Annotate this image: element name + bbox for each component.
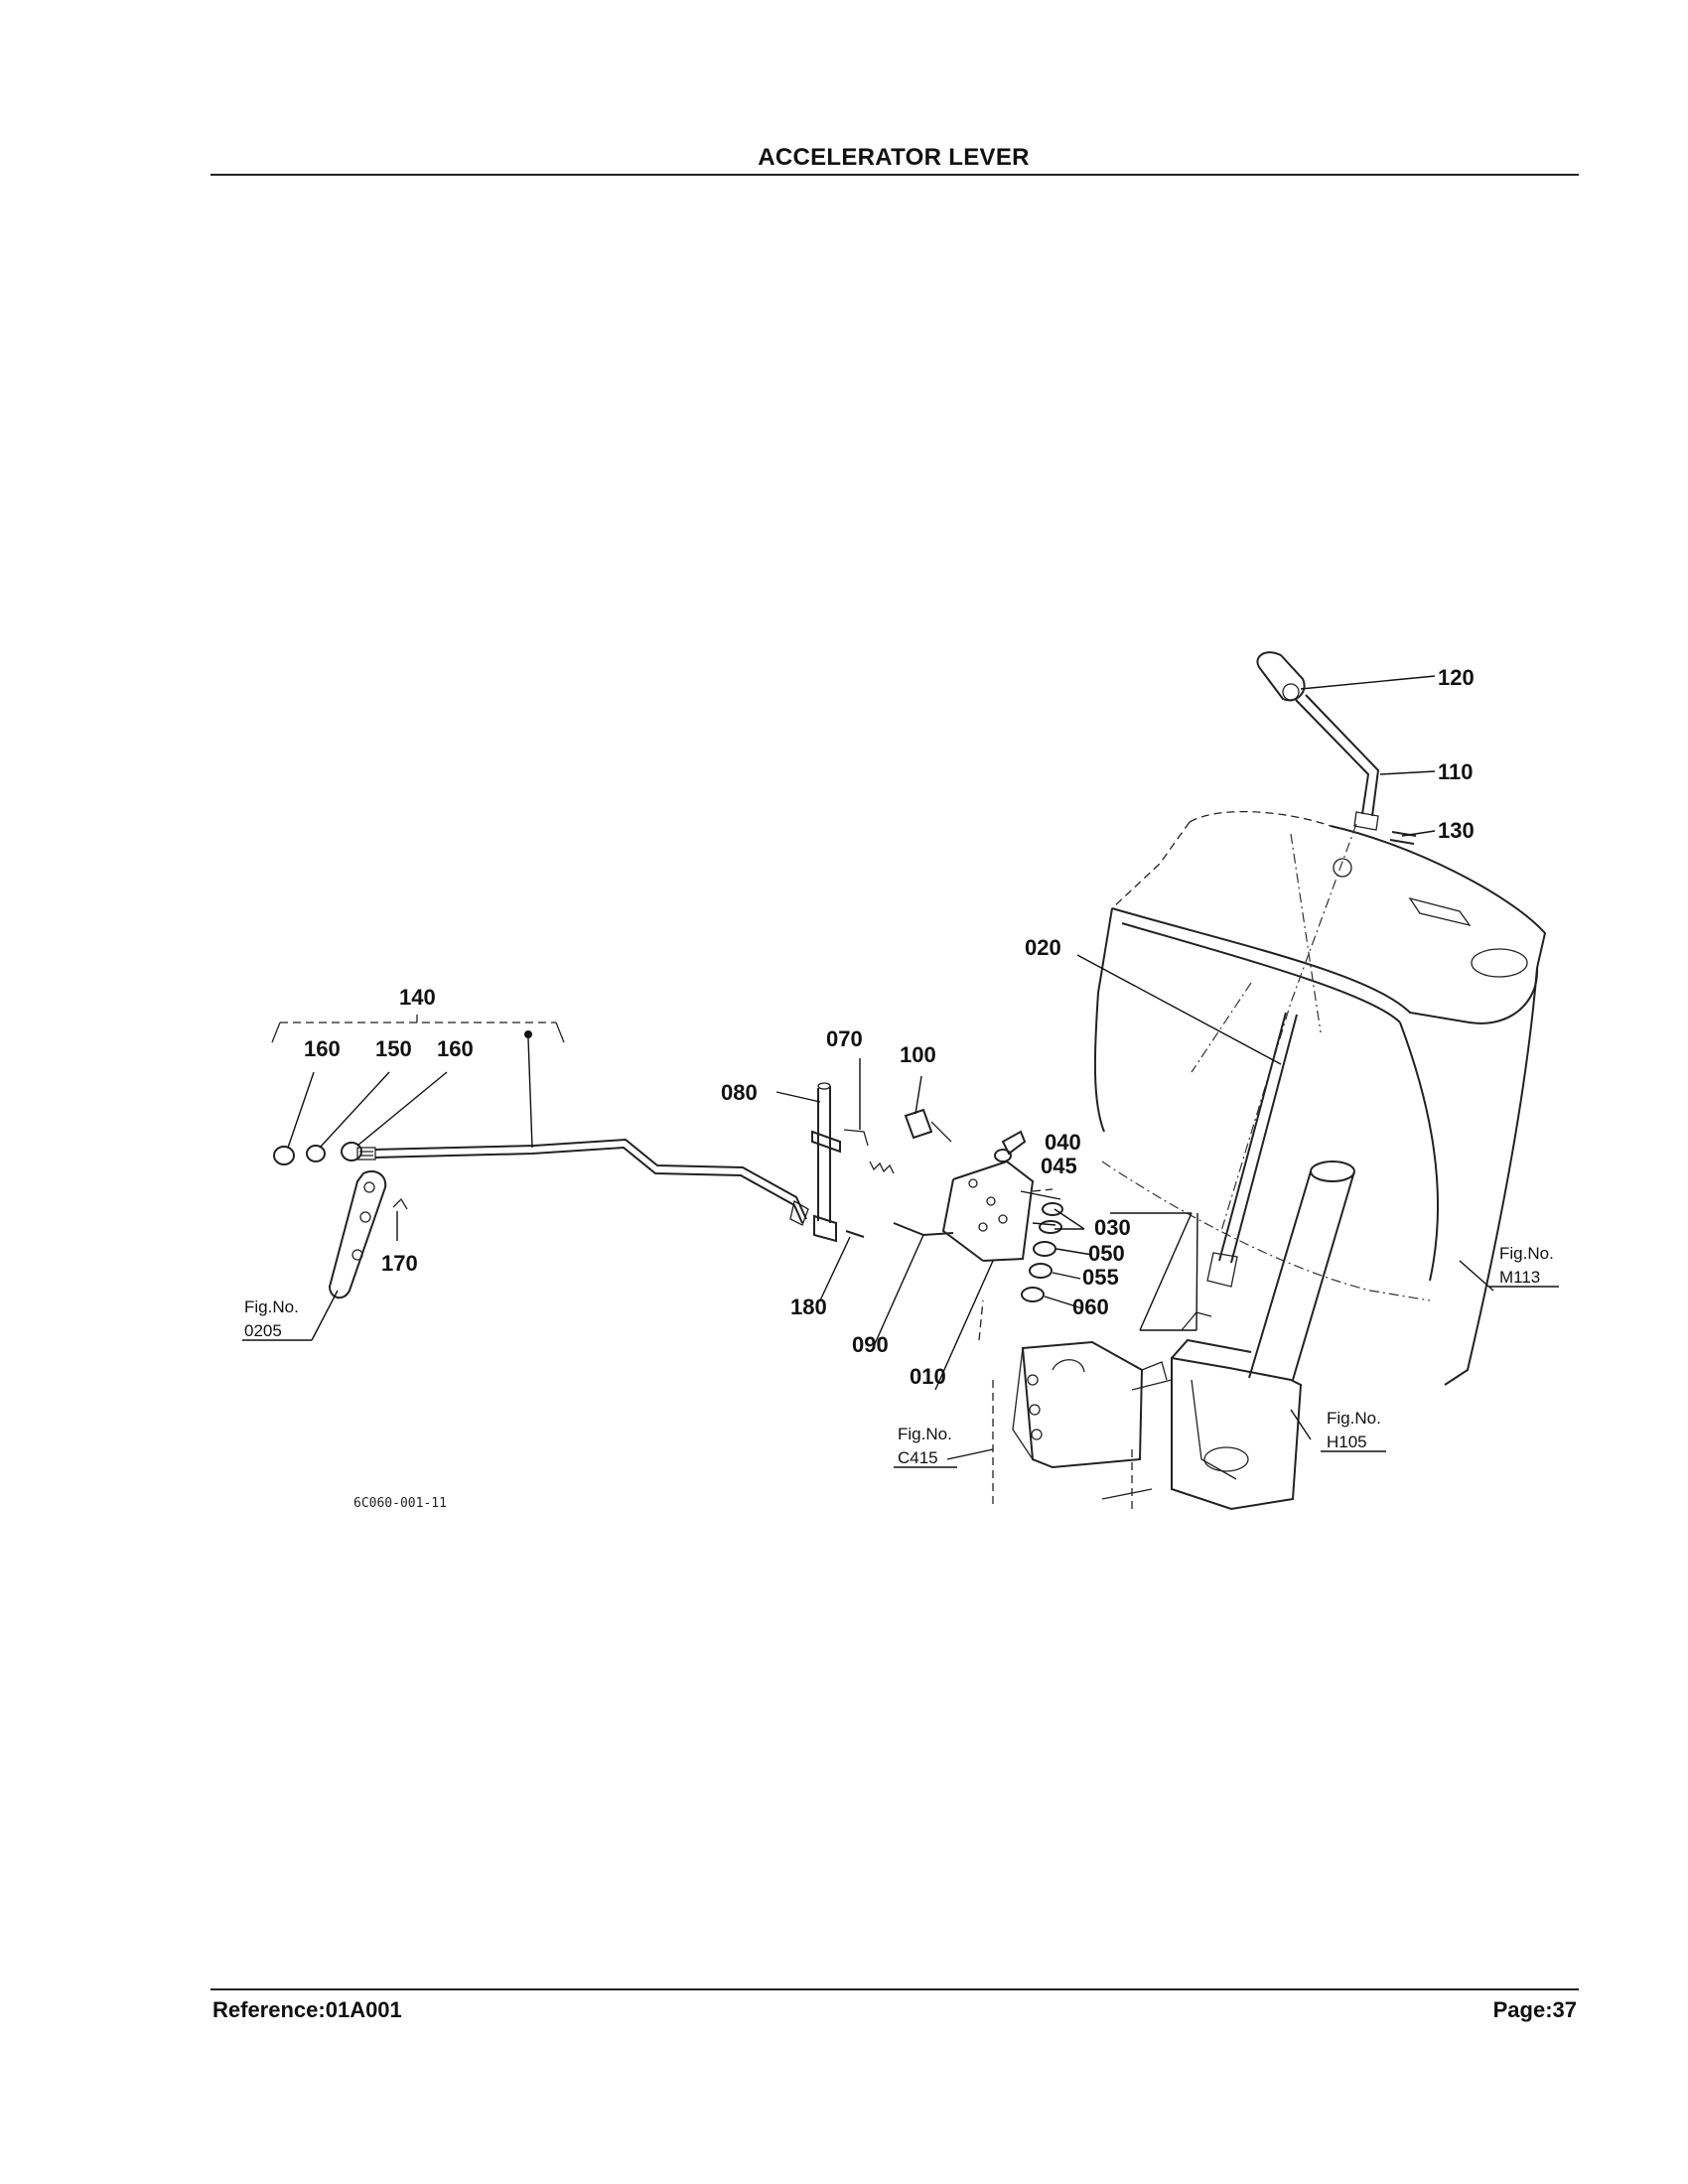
svg-text:C415: C415: [898, 1448, 938, 1467]
callout-120: 120: [1438, 665, 1475, 690]
rod-drawing: [1206, 1012, 1298, 1288]
svg-text:Fig.No.: Fig.No.: [244, 1297, 299, 1316]
figure-ref-0205: Fig.No. 0205: [242, 1297, 312, 1341]
callout-130: 130: [1438, 818, 1475, 843]
svg-text:Fig.No.: Fig.No.: [1499, 1244, 1554, 1263]
support-column-drawing: [1171, 1160, 1355, 1511]
panel-cover-drawing: [1093, 810, 1547, 1386]
footer-rule: [211, 1988, 1579, 1990]
svg-text:0205: 0205: [244, 1321, 282, 1340]
svg-text:Fig.No.: Fig.No.: [1327, 1409, 1381, 1428]
svg-text:Fig.No.: Fig.No.: [898, 1425, 952, 1443]
leader-lines: [287, 675, 1494, 1460]
bolt-drawing: [904, 1108, 952, 1143]
callout-150: 150: [375, 1036, 412, 1061]
header-rule: [211, 174, 1579, 176]
callout-055: 055: [1082, 1265, 1119, 1290]
callout-070: 070: [826, 1026, 863, 1051]
figure-ref-m113: Fig.No. M113: [1489, 1244, 1559, 1288]
callout-170: 170: [381, 1251, 418, 1276]
callout-160-left: 160: [304, 1036, 341, 1061]
callout-110: 110: [1438, 759, 1474, 784]
callout-060: 060: [1072, 1295, 1109, 1319]
bracket-drawing: [941, 1160, 1054, 1262]
svg-text:H105: H105: [1327, 1433, 1367, 1451]
mounting-plate-drawing: [978, 1299, 1173, 1509]
callout-100: 100: [900, 1042, 936, 1067]
callout-020: 020: [1025, 935, 1061, 960]
callout-010: 010: [910, 1364, 946, 1389]
callout-040: 040: [1045, 1130, 1081, 1155]
svg-text:M113: M113: [1499, 1268, 1540, 1287]
clip-drawing: [845, 1230, 865, 1238]
linkage-arm-drawing: [328, 1169, 408, 1299]
callout-180: 180: [790, 1295, 827, 1319]
fastener-stack-drawing: [994, 1130, 1063, 1302]
drawing-number: 6C060-001-11: [353, 1496, 447, 1511]
lever-centerline: [1220, 823, 1357, 1232]
figure-ref-c415: Fig.No. C415: [894, 1425, 957, 1468]
figure-ref-h105: Fig.No. H105: [1321, 1409, 1386, 1452]
callout-090: 090: [852, 1332, 889, 1357]
callout-050: 050: [1088, 1241, 1125, 1266]
lever-drawing: [1295, 694, 1380, 831]
pin-drawing: [1389, 831, 1417, 845]
callout-030: 030: [1094, 1215, 1131, 1240]
accelerator-rod-drawing: [356, 1138, 809, 1226]
page-title: ACCELERATOR LEVER: [758, 144, 1030, 171]
callout-140: 140: [399, 985, 436, 1010]
reference-label: Reference:01A001: [212, 1997, 402, 2022]
spring-drawing: [869, 1160, 895, 1174]
callout-160-right: 160: [437, 1036, 474, 1061]
callout-045: 045: [1041, 1154, 1077, 1178]
pivot-arm-drawing: [811, 1082, 869, 1243]
rod-nuts-drawing: [273, 1142, 362, 1165]
page-number: Page:37: [1492, 1997, 1577, 2022]
callout-080: 080: [721, 1080, 758, 1105]
lever-knob-drawing: [1256, 651, 1306, 702]
